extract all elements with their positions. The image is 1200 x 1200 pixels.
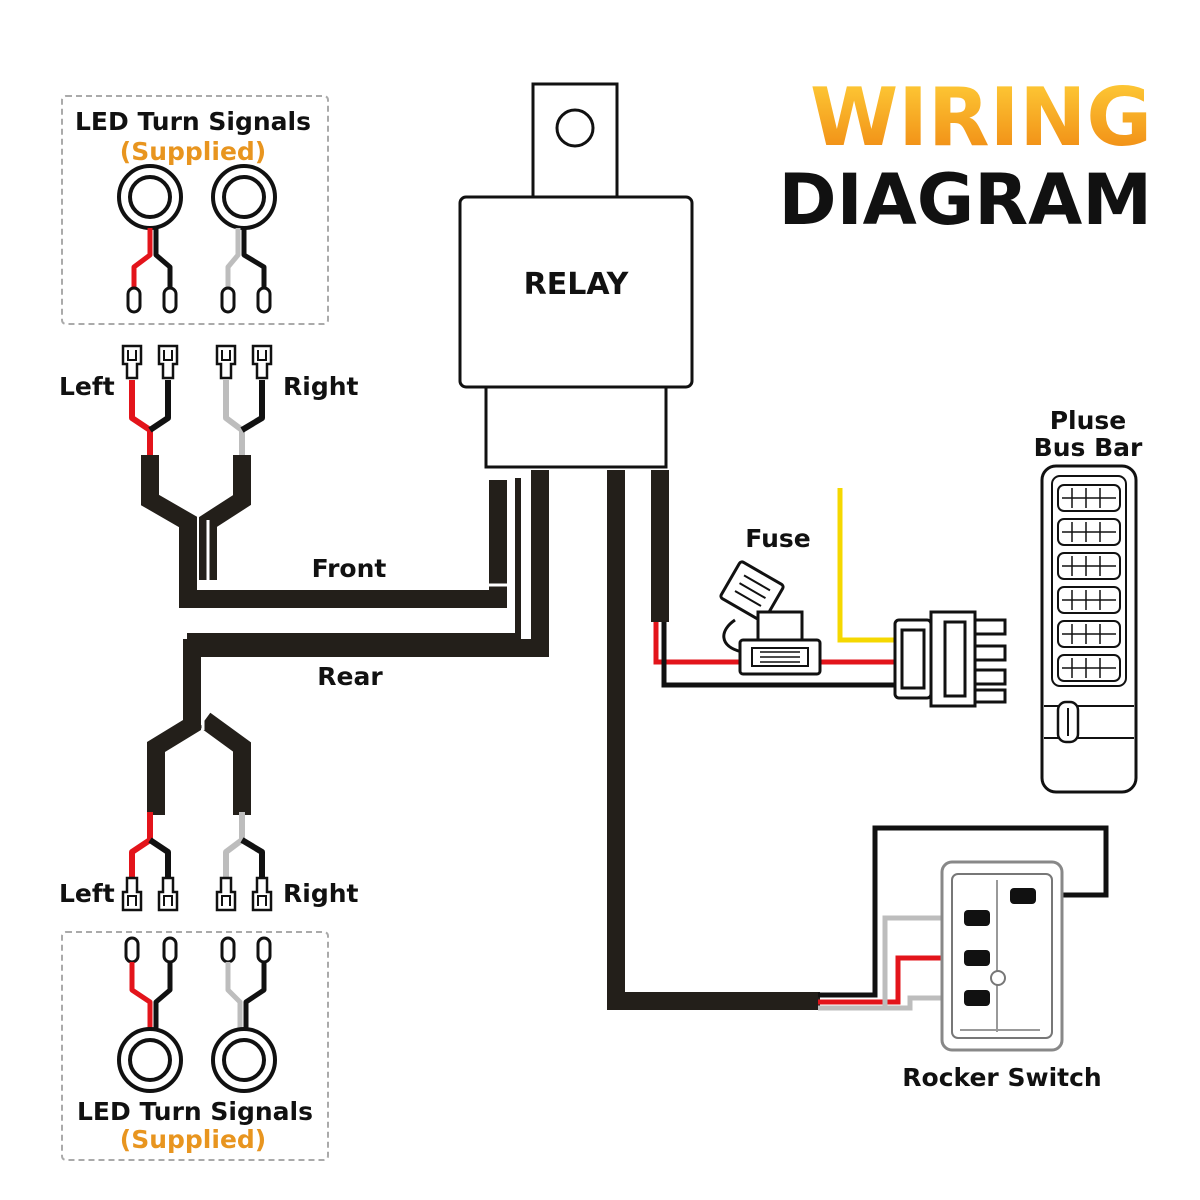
bottom-led-leads xyxy=(129,962,267,1028)
fuse-label: Fuse xyxy=(745,524,810,553)
bottom-left-label: Left xyxy=(59,879,115,908)
led-ring-icon xyxy=(211,1027,277,1093)
spade-connector-icon xyxy=(157,876,179,912)
relay-label: RELAY xyxy=(524,267,630,302)
power-wires xyxy=(653,488,898,688)
fuse-holder-icon xyxy=(719,560,822,676)
pin-icon xyxy=(162,936,178,964)
rocker-switch-label: Rocker Switch xyxy=(902,1063,1101,1092)
front-harness-leads xyxy=(129,380,265,458)
title-wiring: WIRING xyxy=(810,71,1152,164)
switch-wires xyxy=(818,825,1109,1011)
top-left-label: Left xyxy=(59,372,115,401)
harness-front-stripe xyxy=(206,478,511,587)
spade-connector-icon xyxy=(121,876,143,912)
pin-icon xyxy=(220,286,236,314)
rocker-switch-icon xyxy=(940,860,1064,1052)
top-led-group-box xyxy=(61,95,329,325)
spade-connector-icon xyxy=(251,344,273,380)
top-led-leads xyxy=(131,228,267,290)
led-ring-icon xyxy=(117,1027,183,1093)
bus-bar-line2: Bus Bar xyxy=(1034,433,1143,462)
pin-icon xyxy=(256,936,272,964)
front-label: Front xyxy=(312,554,387,583)
pin-icon xyxy=(162,286,178,314)
top-right-label: Right xyxy=(283,372,359,401)
relay-icon xyxy=(458,82,694,469)
led-ring-icon xyxy=(211,164,277,230)
spade-connector-icon xyxy=(157,344,179,380)
pin-icon xyxy=(124,936,140,964)
pin-icon xyxy=(256,286,272,314)
bottom-led-note: (Supplied) xyxy=(120,1125,266,1154)
rear-label: Rear xyxy=(317,662,383,691)
bus-bar-icon xyxy=(1040,464,1138,794)
top-led-label: LED Turn Signals xyxy=(75,107,311,136)
harness-rear-inner xyxy=(187,478,521,730)
spade-connector-icon xyxy=(215,344,237,380)
spade-connector-icon xyxy=(121,344,143,380)
bottom-led-group-box xyxy=(61,931,329,1161)
bottom-right-label: Right xyxy=(283,879,359,908)
rear-harness-leads xyxy=(129,812,265,880)
led-ring-icon xyxy=(117,164,183,230)
bus-bar-line1: Pluse xyxy=(1050,406,1127,435)
top-led-note: (Supplied) xyxy=(120,137,266,166)
bottom-led-label: LED Turn Signals xyxy=(77,1097,313,1126)
title-diagram: DIAGRAM xyxy=(778,159,1152,241)
spade-connector-icon xyxy=(251,876,273,912)
harness-switch xyxy=(607,470,820,1010)
spade-connector-icon xyxy=(215,876,237,912)
plug-connector-icon xyxy=(893,610,1007,708)
pin-icon xyxy=(126,286,142,314)
pin-icon xyxy=(220,936,236,964)
